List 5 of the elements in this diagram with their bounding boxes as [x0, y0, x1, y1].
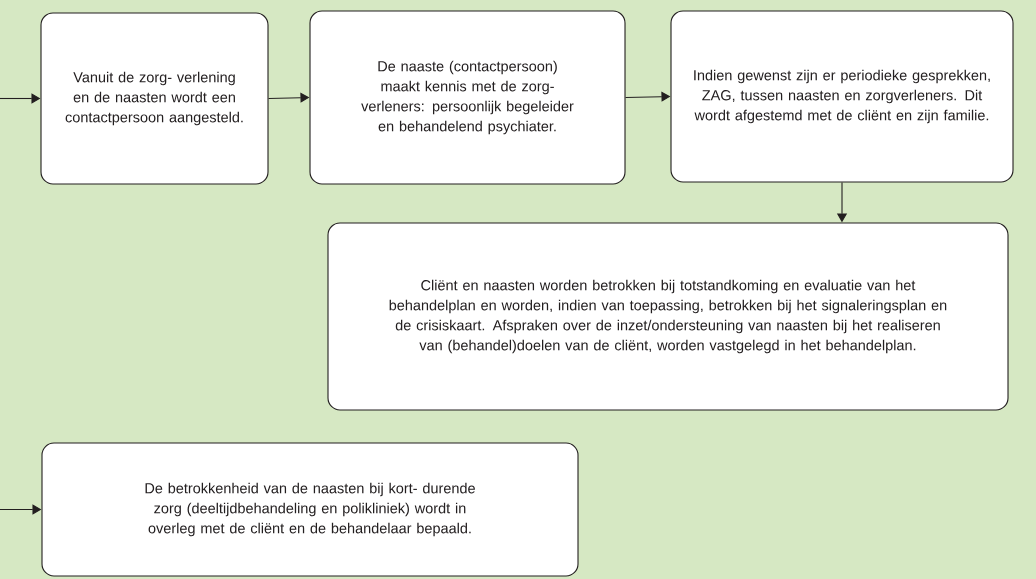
process-box: De naaste (contactpersoon) maakt kennis met de zorg- verleners: persoonlijk begeleider en behandelend psychiater. [309, 10, 626, 185]
process-box: De betrokkenheid van de naasten bij kort- durende zorg (deeltijdbehandeling en polikliniek) wordt in overleg met de cliënt en de behandelaar bepaald. [41, 442, 579, 577]
process-box: Vanuit de zorg- verlening en de naasten wordt een contactpersoon aangesteld. [40, 12, 269, 185]
process-box: Cliënt en naasten worden betrokken bij totstandkoming en evaluatie van het behandelplan en worden, indien van toepassing, betrokken bij het signaleringsplan en de crisiskaart. Afspraken over de inzet/ondersteuning van naasten bij het realiseren van (behandel)doelen van de cliënt, worden vastgelegd in het behandelplan. [327, 222, 1009, 411]
process-box: Indien gewenst zijn er periodieke gesprekken, ZAG, tussen naasten en zorgverleners. Dit wordt afgestemd met de cliënt en zijn familie. [670, 10, 1014, 183]
